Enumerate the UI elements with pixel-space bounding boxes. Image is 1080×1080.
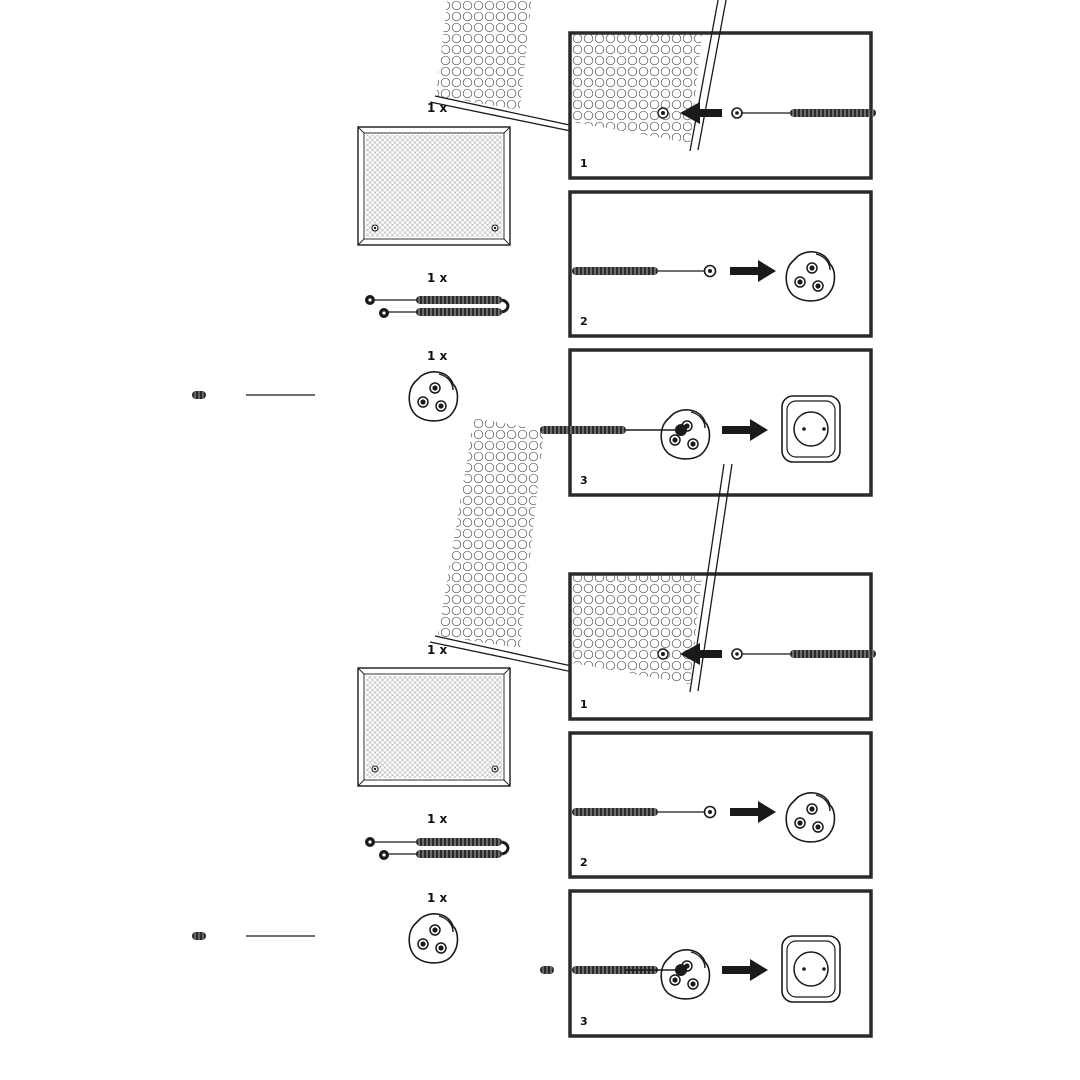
earthing-plug-icon — [408, 913, 459, 964]
mat-flat-illustration — [357, 667, 511, 787]
quantity-label-cable: 1 x — [427, 271, 448, 285]
quantity-label-mat: 1 x — [427, 643, 448, 657]
instruction-set-bottom: 1 x 1 x 1 x — [192, 418, 877, 1038]
quantity-label-mat: 1 x — [427, 101, 448, 115]
mat-flat-illustration — [357, 126, 511, 246]
step-number: 2 — [580, 856, 588, 869]
cable-end-fragment — [192, 391, 315, 399]
quantity-label-plug: 1 x — [427, 349, 448, 363]
step-1-panel: 1 — [568, 463, 877, 721]
step-2-panel: 2 — [568, 731, 873, 879]
earthing-cable-icon — [365, 837, 510, 860]
earthing-cable-icon — [365, 295, 510, 318]
cable-end-fragment — [540, 966, 554, 974]
quantity-label-cable: 1 x — [427, 812, 448, 826]
step-number: 1 — [580, 698, 588, 711]
step-number: 1 — [580, 157, 588, 170]
step-1-panel: 1 — [568, 0, 877, 180]
instruction-set-top: 1 x 1 x 1 x — [192, 0, 877, 497]
step-number: 2 — [580, 315, 588, 328]
step-3-panel: 3 — [540, 889, 873, 1038]
step-number: 3 — [580, 1015, 588, 1028]
step-number: 3 — [580, 474, 588, 487]
earthing-plug-icon — [408, 371, 459, 422]
step-2-panel: 2 — [568, 190, 873, 338]
step-3-panel: 3 — [539, 348, 873, 497]
quantity-label-plug: 1 x — [427, 891, 448, 905]
cable-end-fragment — [192, 932, 315, 940]
